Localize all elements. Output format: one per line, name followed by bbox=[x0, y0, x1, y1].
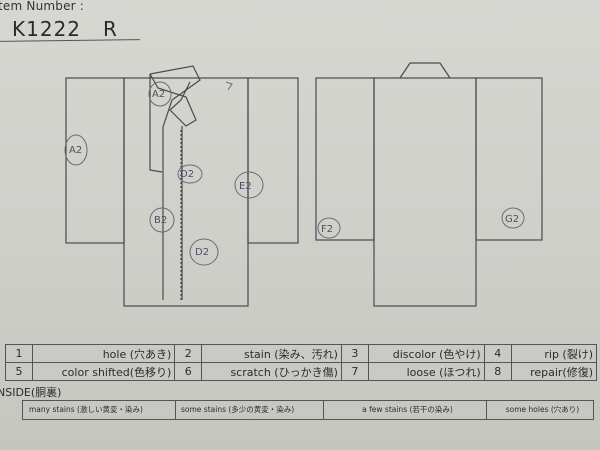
item-number-code: K1222 bbox=[12, 17, 82, 41]
back-left-sleeve bbox=[315, 77, 375, 241]
legend-number: 1 bbox=[5, 344, 33, 363]
front-collar-right bbox=[149, 73, 197, 127]
legend-label: hole (穴あき) bbox=[31, 344, 176, 363]
mark-circle bbox=[189, 238, 219, 266]
back-handwritten-marks: F2 G2 bbox=[317, 207, 525, 239]
legend-label: loose (ほつれ) bbox=[367, 362, 485, 381]
inside-option: a few stains (若干の染み) bbox=[323, 401, 487, 419]
legend-label: repair(修復) bbox=[510, 362, 598, 381]
pen-scribble bbox=[225, 81, 233, 91]
inside-option: some holes (穴あり) bbox=[486, 401, 593, 419]
back-collar bbox=[399, 62, 451, 79]
legend-number: 5 bbox=[5, 362, 33, 381]
inside-option-label: many stains (激しい黄変・染み) bbox=[29, 405, 143, 414]
inside-options-row: many stains (激しい黄変・染み) some stains (多少の黄… bbox=[22, 400, 594, 420]
mark-circle bbox=[234, 171, 264, 199]
front-overlap-line bbox=[149, 74, 163, 173]
damage-legend-table: 1 hole (穴あき) 2 stain (染み、汚れ) 3 discolor … bbox=[5, 344, 598, 381]
legend-number: 8 bbox=[483, 362, 512, 381]
back-right-sleeve bbox=[475, 77, 543, 241]
item-number-value: K1222 R bbox=[12, 17, 118, 41]
legend-row: 1 hole (穴あき) 2 stain (染み、汚れ) 3 discolor … bbox=[5, 344, 598, 363]
legend-number: 3 bbox=[340, 344, 369, 363]
back-body bbox=[373, 77, 477, 307]
mark-label: B2 bbox=[154, 215, 167, 226]
mark-circle bbox=[317, 217, 341, 239]
inside-option-label: a few stains (若干の染み) bbox=[362, 405, 453, 414]
item-number-suffix: R bbox=[103, 17, 118, 41]
legend-label: discolor (色やけ) bbox=[367, 344, 485, 363]
legend-label: color shifted(色移り) bbox=[31, 362, 176, 381]
inside-option: many stains (激しい黄変・染み) bbox=[23, 401, 176, 419]
legend-label: stain (染み、汚れ) bbox=[201, 344, 342, 363]
mark-label: D2 bbox=[180, 169, 194, 180]
legend-number: 6 bbox=[174, 362, 203, 381]
front-body bbox=[123, 77, 249, 307]
legend-label: scratch (ひっかき傷) bbox=[201, 362, 342, 381]
front-garment-outline bbox=[65, 65, 299, 307]
mark-circle bbox=[149, 207, 175, 233]
legend-row: 5 color shifted(色移り) 6 scratch (ひっかき傷) 7… bbox=[5, 362, 598, 381]
mark-circle bbox=[64, 134, 88, 166]
inside-section-title: NSIDE(胴裏) bbox=[0, 386, 62, 399]
inside-option-label: some stains (多少の黄変・染み) bbox=[181, 405, 295, 414]
mark-circle bbox=[148, 81, 172, 107]
mark-label: A2 bbox=[69, 145, 82, 156]
mark-label: F2 bbox=[321, 224, 333, 235]
mark-label: D2 bbox=[195, 247, 209, 258]
item-number-label: tem Number : bbox=[0, 0, 85, 13]
inside-option-label: some holes (穴あり) bbox=[505, 405, 580, 414]
legend-number: 4 bbox=[483, 344, 512, 363]
mark-label: E2 bbox=[239, 181, 252, 192]
back-garment-outline bbox=[315, 62, 543, 307]
inside-option: some stains (多少の黄変・染み) bbox=[175, 401, 324, 419]
legend-label: rip (裂け) bbox=[510, 344, 598, 363]
legend-number: 2 bbox=[174, 344, 203, 363]
front-left-sleeve bbox=[65, 77, 125, 244]
mark-label: G2 bbox=[505, 214, 519, 225]
front-right-sleeve bbox=[247, 77, 299, 244]
mark-label: A2 bbox=[152, 89, 165, 100]
mark-circle bbox=[177, 164, 203, 184]
legend-number: 7 bbox=[340, 362, 369, 381]
front-handwritten-marks: A2 A2 D2 E2 B2 D2 bbox=[64, 81, 264, 266]
garment-diagram: A2 A2 D2 E2 B2 D2 F2 G2 bbox=[64, 62, 543, 307]
mark-circle bbox=[501, 207, 525, 229]
